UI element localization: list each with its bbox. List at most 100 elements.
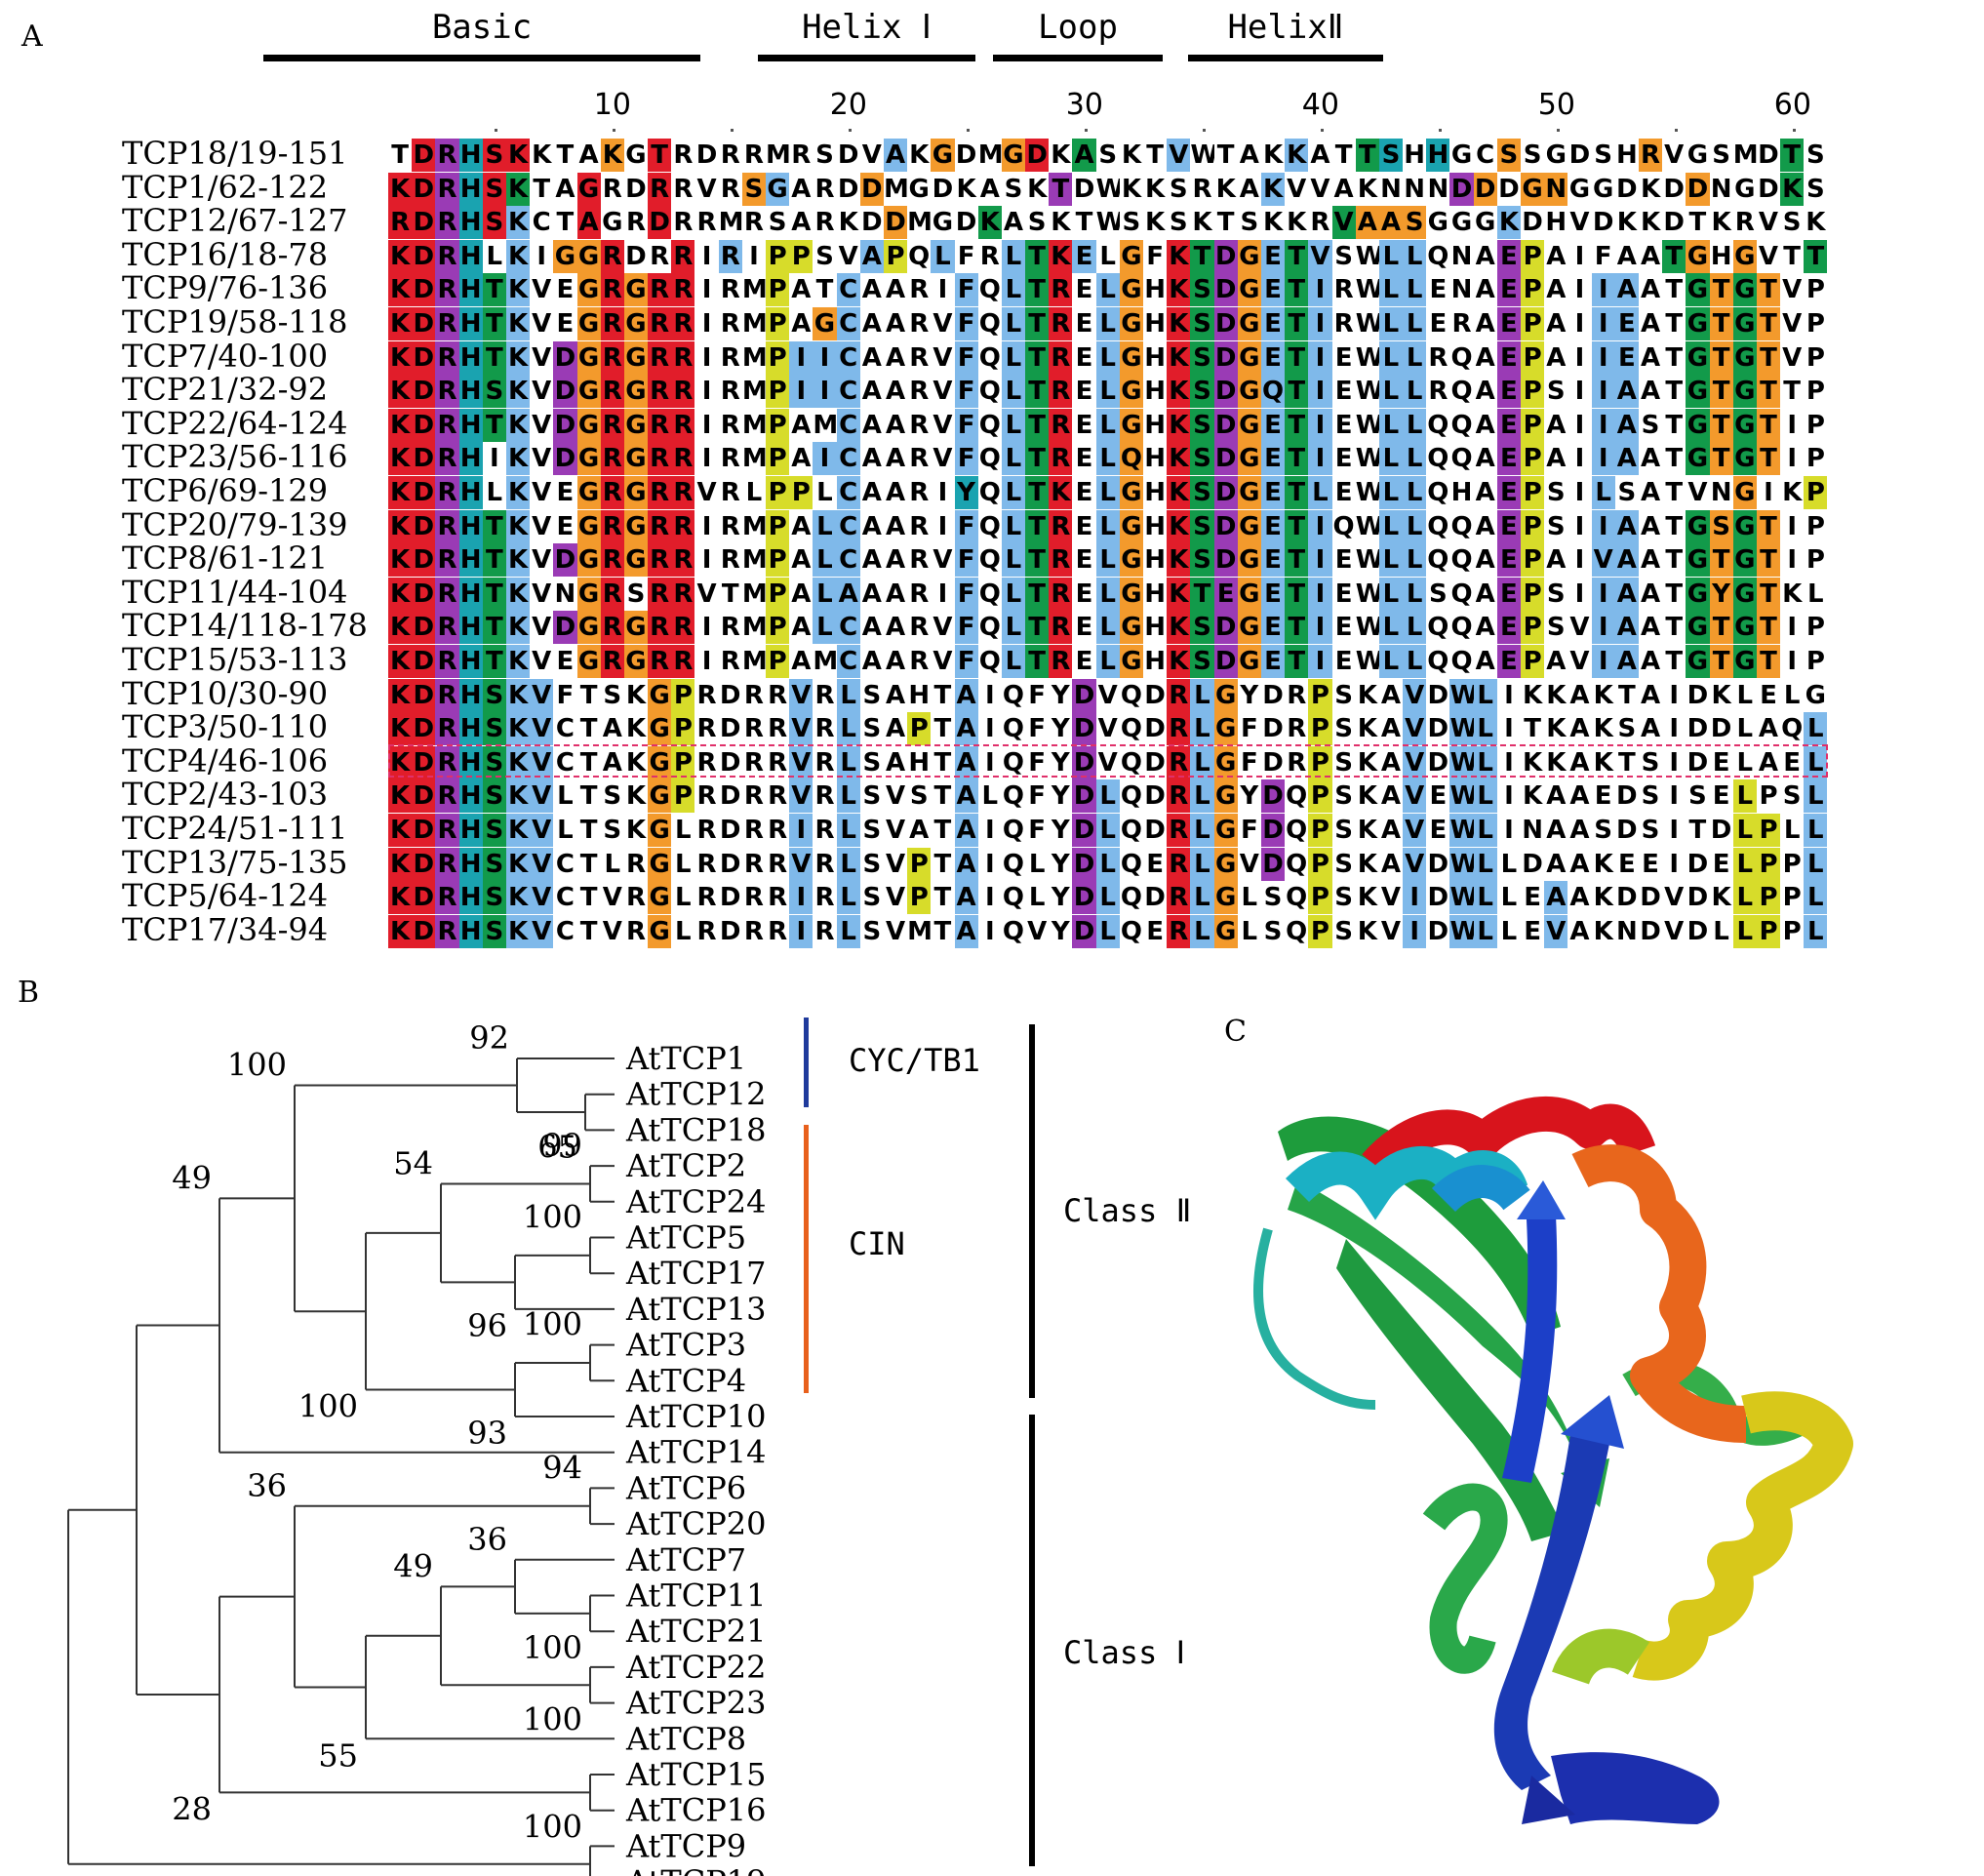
residue-cell: G (1119, 509, 1143, 543)
residue-cell: K (388, 375, 413, 409)
bootstrap-support: 55 (318, 1736, 358, 1774)
residue-cell: K (1591, 678, 1615, 712)
residue-cell: R (718, 408, 742, 442)
residue-cell: G (576, 543, 601, 578)
residue-cell: P (1521, 307, 1545, 340)
residue-cell: T (1025, 543, 1050, 578)
residue-cell: R (1049, 509, 1073, 543)
residue-cell: I (931, 273, 955, 307)
residue-cell: G (1732, 307, 1757, 340)
residue-cell: R (718, 442, 742, 476)
residue-cell: E (1780, 745, 1805, 779)
residue-cell: R (671, 139, 695, 172)
residue-cell: K (1049, 239, 1073, 273)
residue-cell: P (1308, 847, 1332, 881)
residue-cell: V (530, 645, 554, 678)
residue-cell: K (1709, 206, 1733, 240)
residue-cell: M (1732, 139, 1757, 172)
tree-leaf-label: AtTCP20 (625, 1505, 766, 1542)
residue-cell: L (1732, 814, 1757, 847)
residue-cell: R (648, 340, 672, 375)
residue-cell: H (1614, 139, 1639, 172)
residue-cell: E (1496, 611, 1521, 645)
residue-cell: S (1686, 779, 1710, 814)
residue-cell: K (530, 139, 554, 172)
residue-cell: C (553, 712, 577, 746)
residue-cell: R (435, 779, 459, 814)
residue-cell: D (1473, 172, 1497, 206)
residue-cell: G (576, 611, 601, 645)
residue-cell: I (813, 340, 837, 375)
residue-cell: T (482, 645, 506, 678)
residue-cell: I (1308, 273, 1332, 307)
residue-cell: V (530, 678, 554, 712)
residue-cell: T (931, 814, 955, 847)
residue-cell: A (1473, 375, 1497, 409)
residue-cell: P (1804, 375, 1828, 409)
residue-cell: V (789, 745, 813, 779)
residue-cell: T (1190, 239, 1214, 273)
residue-cell: L (1378, 645, 1404, 678)
residue-cell: V (530, 273, 554, 307)
residue-cell: I (1662, 847, 1686, 881)
residue-cell: C (836, 307, 860, 340)
residue-cell: L (1473, 678, 1497, 712)
residue-cell: A (1544, 340, 1568, 375)
residue-cell: A (1473, 476, 1497, 509)
residue-cell: R (1285, 745, 1309, 779)
residue-cell: K (505, 172, 531, 206)
residue-cell: R (1049, 645, 1073, 678)
residue-cell: K (505, 139, 531, 172)
sequence-name: TCP13/75-135 (122, 843, 348, 881)
residue-cell: S (1237, 206, 1261, 240)
group-label-cin: CIN (849, 1225, 905, 1262)
residue-cell: R (671, 476, 695, 509)
residue-cell: D (1521, 206, 1545, 240)
residue-cell: V (530, 340, 554, 375)
residue-cell: H (1143, 408, 1168, 442)
residue-cell: H (458, 375, 483, 409)
residue-cell: G (623, 476, 649, 509)
residue-cell: L (977, 779, 1002, 814)
residue-cell: A (1638, 476, 1663, 509)
residue-cell: A (1355, 206, 1379, 240)
residue-cell: R (813, 847, 837, 881)
ruler-number: 10 (593, 88, 631, 122)
residue-cell: M (741, 273, 766, 307)
residue-cell: R (813, 914, 837, 948)
blue-beta-strand-2 (1493, 1434, 1609, 1790)
residue-cell: V (530, 577, 554, 611)
residue-cell: G (1544, 139, 1568, 172)
residue-cell: H (1143, 476, 1168, 509)
residue-cell: D (1143, 779, 1168, 814)
residue-cell: L (1403, 307, 1427, 340)
residue-cell: D (1260, 814, 1286, 847)
residue-cell: E (1331, 442, 1356, 476)
residue-cell: V (530, 509, 554, 543)
residue-cell: A (576, 139, 601, 172)
residue-cell: G (648, 712, 672, 746)
residue-cell: T (1025, 577, 1050, 611)
residue-cell: E (1072, 408, 1096, 442)
residue-cell: Y (1237, 779, 1261, 814)
residue-cell: H (1143, 509, 1168, 543)
residue-cell: A (1473, 273, 1497, 307)
residue-cell: R (907, 375, 932, 409)
residue-cell: D (1638, 914, 1663, 948)
residue-cell: P (789, 476, 813, 509)
residue-cell: H (1143, 577, 1168, 611)
residue-cell: D (412, 881, 436, 915)
residue-cell: A (1237, 172, 1261, 206)
residue-cell: L (1473, 779, 1497, 814)
residue-cell: I (1496, 779, 1521, 814)
residue-cell: H (458, 273, 483, 307)
residue-cell: H (1143, 611, 1168, 645)
residue-cell: A (1544, 442, 1568, 476)
residue-cell: D (412, 645, 436, 678)
residue-cell: D (412, 139, 436, 172)
residue-cell: S (1025, 206, 1050, 240)
residue-cell: G (576, 239, 601, 273)
residue-cell: D (553, 611, 577, 645)
residue-cell: D (1686, 881, 1710, 915)
residue-cell: T (1709, 340, 1733, 375)
